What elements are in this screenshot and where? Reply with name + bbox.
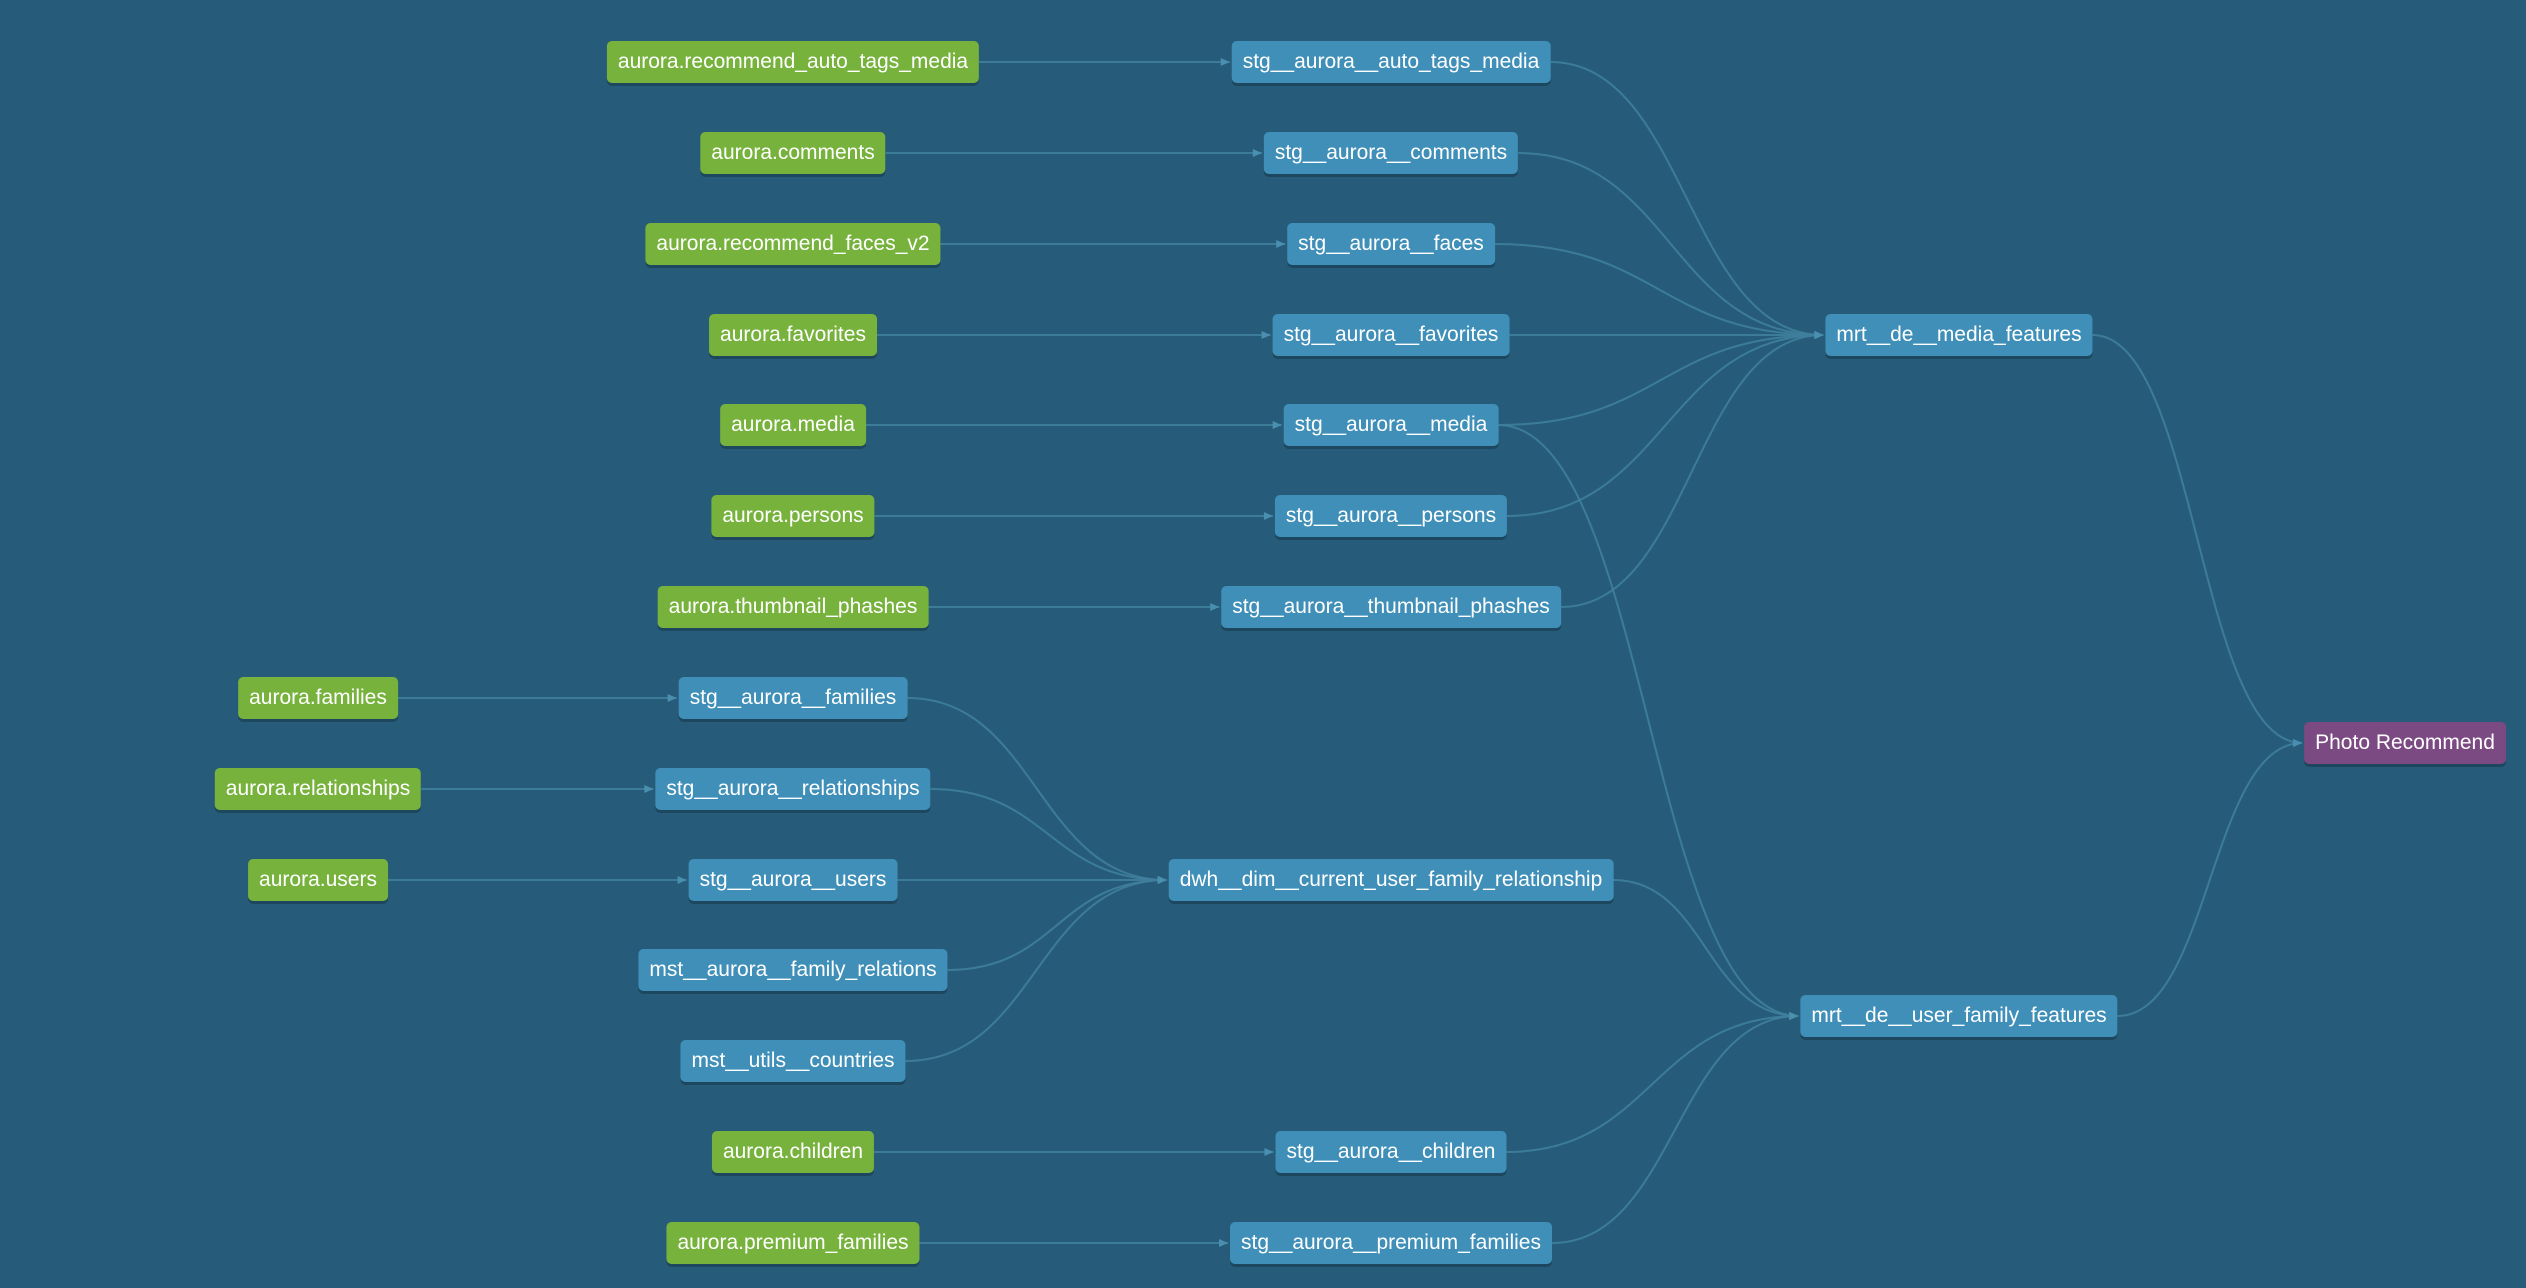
node-stg-aurora-faces[interactable]: stg__aurora__faces [1287,223,1495,265]
node-stg-aurora-media[interactable]: stg__aurora__media [1283,404,1499,446]
node-aurora-premium-families[interactable]: aurora.premium_families [666,1222,920,1264]
edge-arrowhead [1252,149,1262,157]
edge-stg_premium-to-mrt_user_family [1551,1015,1799,1244]
edge-arrowhead [667,694,677,702]
edge-arrowhead [1789,1012,1799,1020]
node-aurora-favorites[interactable]: aurora.favorites [709,314,877,356]
node-photo-recommend-exposure[interactable]: Photo Recommend [2304,722,2506,764]
node-aurora-media[interactable]: aurora.media [720,404,866,446]
node-stg-aurora-persons[interactable]: stg__aurora__persons [1274,495,1508,537]
edge-arrowhead [1219,1239,1229,1247]
edge-stg_faces-to-mrt_media [1494,243,1824,336]
edge-mst_family_rel-to-dwh_dim [947,879,1167,971]
node-stg-aurora-premium-families[interactable]: stg__aurora__premium_families [1230,1222,1552,1264]
edge-stg_media-to-mrt_user_family [1498,424,1799,1017]
edge-mrt_user_family-to-photo_recommend [2117,742,2303,1017]
node-dwh-dim-current-user-family-relationship[interactable]: dwh__dim__current_user_family_relationsh… [1168,859,1614,901]
node-stg-aurora-comments[interactable]: stg__aurora__comments [1263,132,1519,174]
edge-stg_media-to-mrt_media [1498,334,1824,426]
edge-arrowhead [1261,331,1271,339]
edge-arrowhead [1814,331,1824,339]
node-aurora-recommend-auto-tags-media[interactable]: aurora.recommend_auto_tags_media [606,41,980,83]
edge-mrt_media-to-photo_recommend [2092,334,2303,744]
node-stg-aurora-auto-tags-media[interactable]: stg__aurora__auto_tags_media [1231,41,1551,83]
node-stg-aurora-families[interactable]: stg__aurora__families [678,677,908,719]
edge-arrowhead [2293,739,2303,747]
node-mrt-de-user-family-features[interactable]: mrt__de__user_family_features [1800,995,2118,1037]
edge-stg_relationships-to-dwh_dim [930,788,1167,881]
edge-arrowhead [1210,603,1220,611]
node-aurora-children[interactable]: aurora.children [711,1131,875,1173]
node-mst-utils-countries[interactable]: mst__utils__countries [680,1040,906,1082]
node-mrt-de-media-features[interactable]: mrt__de__media_features [1825,314,2093,356]
edge-arrowhead [1220,58,1230,66]
node-aurora-families[interactable]: aurora.families [238,677,398,719]
node-stg-aurora-users[interactable]: stg__aurora__users [688,859,898,901]
edge-arrowhead [1272,421,1282,429]
node-aurora-recommend-faces-v2[interactable]: aurora.recommend_faces_v2 [645,223,941,265]
edge-stg_persons-to-mrt_media [1507,334,1824,517]
edge-arrowhead [1263,512,1273,520]
node-stg-aurora-relationships[interactable]: stg__aurora__relationships [655,768,931,810]
edge-arrowhead [644,785,654,793]
node-aurora-users[interactable]: aurora.users [248,859,388,901]
node-aurora-thumbnail-phashes[interactable]: aurora.thumbnail_phashes [657,586,929,628]
edge-arrowhead [1276,240,1286,248]
node-stg-aurora-children[interactable]: stg__aurora__children [1275,1131,1507,1173]
edge-dwh_dim-to-mrt_user_family [1613,879,1799,1017]
node-aurora-comments[interactable]: aurora.comments [700,132,886,174]
edge-arrowhead [1264,1148,1274,1156]
edge-stg_auto_tags-to-mrt_media [1550,61,1824,336]
edge-stg_families-to-dwh_dim [907,697,1167,881]
edge-stg_comments-to-mrt_media [1518,152,1824,336]
node-mst-aurora-family-relations[interactable]: mst__aurora__family_relations [638,949,948,991]
edge-stg_thumb-to-mrt_media [1560,334,1824,608]
node-aurora-persons[interactable]: aurora.persons [711,495,875,537]
edge-arrowhead [1157,876,1167,884]
node-stg-aurora-favorites[interactable]: stg__aurora__favorites [1272,314,1510,356]
node-stg-aurora-thumbnail-phashes[interactable]: stg__aurora__thumbnail_phashes [1221,586,1561,628]
edge-arrowhead [677,876,687,884]
edge-mst_countries-to-dwh_dim [905,879,1167,1062]
edge-stg_children-to-mrt_user_family [1506,1015,1799,1153]
node-aurora-relationships[interactable]: aurora.relationships [214,768,422,810]
